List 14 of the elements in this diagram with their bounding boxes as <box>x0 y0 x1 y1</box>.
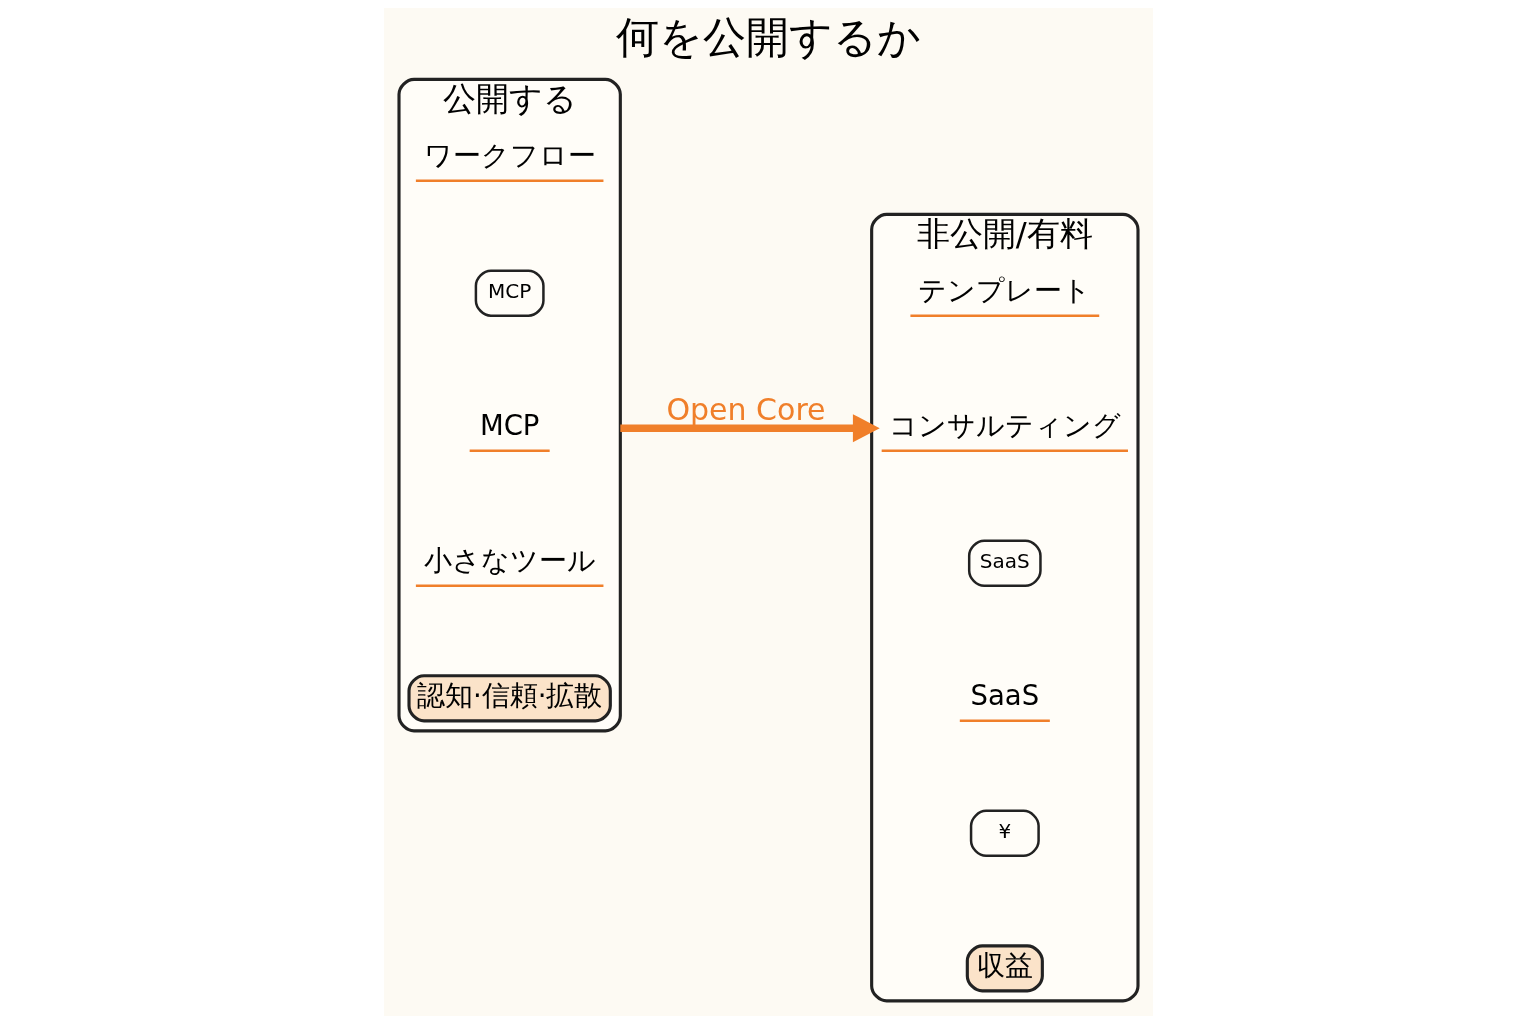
edge-label: Open Core <box>665 391 826 427</box>
node-text: コンサルティング <box>888 409 1121 442</box>
arrow <box>619 414 880 443</box>
node-box: 収益 <box>965 944 1044 993</box>
label: SaaS <box>979 549 1030 574</box>
label: MCP <box>487 278 531 303</box>
node-text: MCP <box>479 409 539 442</box>
node-text: 小さなツール <box>423 544 596 577</box>
node-text: SaaS <box>970 679 1039 712</box>
diagram-title: 何を公開するか <box>615 13 921 63</box>
node-text: ワークフロー <box>423 139 596 172</box>
node-text: テンプレート <box>917 274 1091 307</box>
label: ¥ <box>997 819 1011 844</box>
node-box: 認知·信頼·拡散 <box>406 674 612 723</box>
